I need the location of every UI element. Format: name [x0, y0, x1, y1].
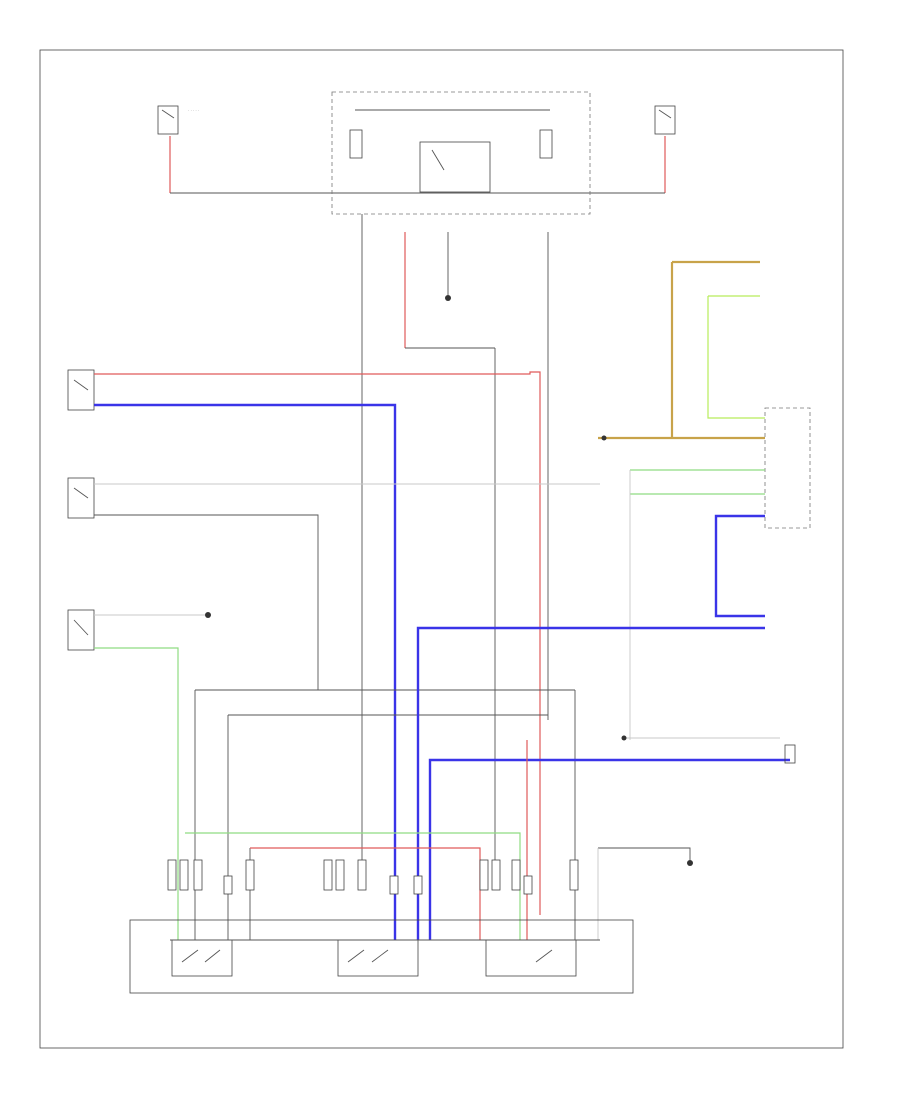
ground-icon-3: [687, 860, 693, 866]
red-bus: [250, 847, 481, 940]
right-sensor-lower: [428, 735, 796, 940]
lower-right-ground: [597, 847, 693, 940]
top-relay-module: [331, 91, 591, 215]
left-sensor-1: [67, 369, 541, 940]
relay-1: [171, 939, 233, 977]
diagram-frame: [39, 49, 844, 1049]
relay-3: [485, 939, 577, 977]
connector-row: [167, 859, 579, 895]
top-right-sensor: [588, 105, 676, 194]
right-sensor-upper: [598, 260, 811, 529]
left-sensor-2: [67, 477, 600, 690]
svg-text:· · · · ·: · · · · ·: [188, 108, 199, 113]
ground-icon-2: [205, 612, 211, 618]
green-bus: [185, 832, 521, 940]
left-sensor-3: [67, 609, 211, 940]
right-connector-block: [416, 469, 765, 940]
top-left-sensor: · · · · ·: [157, 105, 352, 194]
bottom-relay-module: [129, 919, 634, 994]
ground-icon: [445, 295, 451, 301]
